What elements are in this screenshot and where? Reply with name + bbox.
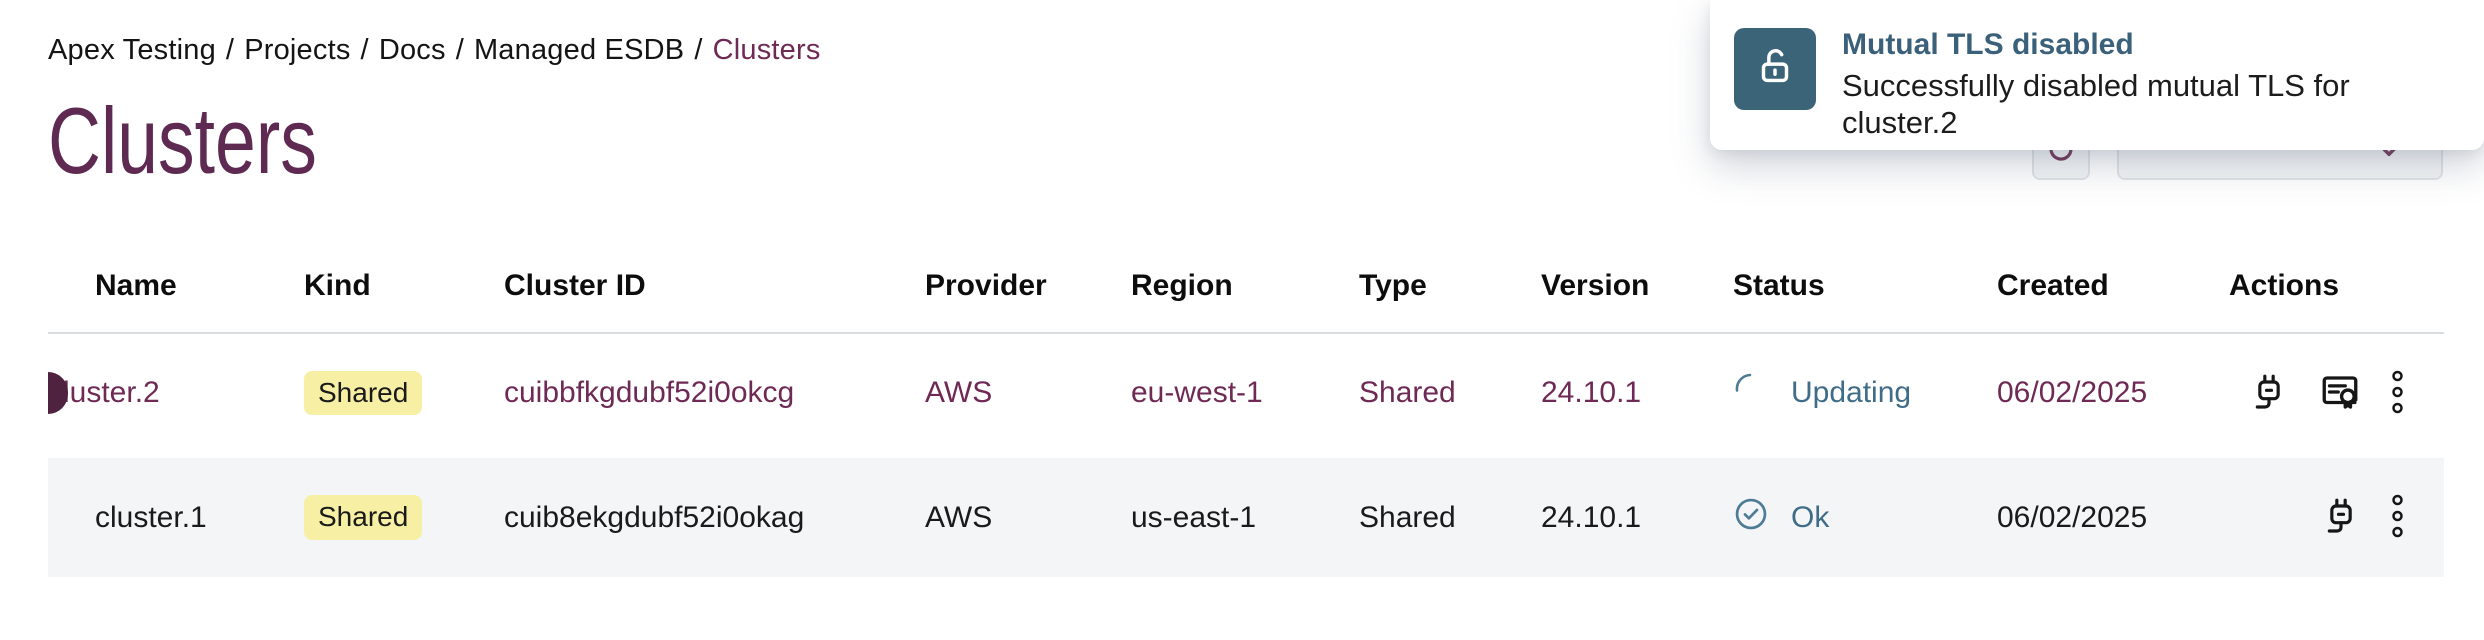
- cluster-id-value: cuib8ekgdubf52i0okag: [504, 500, 805, 534]
- unlock-icon: [1752, 44, 1798, 95]
- status-label: Updating: [1791, 376, 1912, 409]
- toast-title: Mutual TLS disabled: [1842, 28, 2134, 61]
- breadcrumb: Apex Testing / Projects / Docs / Managed ESDB /…: [48, 34, 821, 67]
- check-circle-icon: [1733, 496, 1769, 540]
- column-header-provider: Provider: [925, 269, 1047, 302]
- status-label: Ok: [1791, 500, 1830, 534]
- breadcrumb-separator: /: [225, 34, 235, 66]
- created-date: 06/02/2025: [1997, 376, 2148, 409]
- column-header-name: Name: [95, 269, 177, 302]
- certificate-icon: [2319, 371, 2361, 416]
- table-row-cluster-1[interactable]: cluster.1 Shared cuib8ekgdubf52i0okag AW…: [48, 458, 2444, 577]
- breadcrumb-separator: /: [360, 34, 369, 66]
- actions-cell: [2229, 370, 2444, 417]
- breadcrumb-separator: /: [455, 34, 464, 66]
- column-header-kind: Kind: [304, 269, 371, 302]
- column-header-type: Type: [1359, 269, 1427, 302]
- provider-value: AWS: [925, 500, 993, 534]
- kebab-menu-icon: [2391, 494, 2404, 541]
- toast-message: Successfully disabled mutual TLS for clu…: [1842, 67, 2350, 140]
- status-badge-updating: Updating: [1733, 371, 1997, 415]
- column-header-version: Version: [1541, 269, 1650, 302]
- breadcrumb-item-projects[interactable]: Projects: [244, 34, 351, 66]
- clusters-table: Name Kind Cluster ID Provider Region Typ…: [48, 240, 2444, 577]
- column-header-actions: Actions: [2229, 269, 2340, 302]
- row-menu-button[interactable]: [2391, 494, 2404, 541]
- region-value: eu-west-1: [1131, 376, 1263, 409]
- table-header-row: Name Kind Cluster ID Provider Region Typ…: [48, 240, 2444, 334]
- toast-content: Mutual TLS disabled Successfully disable…: [1842, 28, 2452, 141]
- type-value: Shared: [1359, 500, 1456, 534]
- kind-badge: Shared: [304, 495, 423, 540]
- breadcrumb-item-apex-testing[interactable]: Apex Testing: [48, 34, 216, 66]
- row-menu-button[interactable]: [2391, 370, 2404, 417]
- column-header-status: Status: [1733, 269, 1825, 302]
- page-title: Clusters: [48, 88, 317, 193]
- breadcrumb-item-clusters-current: Clusters: [712, 34, 821, 66]
- toast-icon-tile: [1734, 28, 1816, 110]
- spinner-icon: [1733, 371, 1769, 415]
- region-value: us-east-1: [1131, 500, 1257, 534]
- column-header-region: Region: [1131, 269, 1233, 302]
- column-header-cluster-id: Cluster ID: [504, 269, 646, 302]
- cluster-name-link[interactable]: cluster.1: [95, 500, 207, 534]
- plug-icon: [2321, 496, 2361, 539]
- provider-value: AWS: [925, 376, 993, 409]
- toast-notification[interactable]: Mutual TLS disabled Successfully disable…: [1710, 0, 2484, 150]
- kind-badge: Shared: [304, 370, 423, 416]
- connect-button[interactable]: [2321, 496, 2361, 539]
- breadcrumb-separator: /: [694, 34, 703, 66]
- kebab-menu-icon: [2391, 370, 2404, 417]
- certificate-button[interactable]: [2319, 371, 2361, 416]
- breadcrumb-item-docs[interactable]: Docs: [378, 34, 446, 66]
- version-value: 24.10.1: [1541, 500, 1642, 534]
- cluster-name-link[interactable]: cluster.2: [48, 376, 160, 409]
- active-row-marker: [48, 372, 68, 414]
- table-row-cluster-2[interactable]: cluster.2 Shared cuibbfkgdubf52i0okcg AW…: [48, 334, 2444, 452]
- created-date: 06/02/2025: [1997, 500, 2148, 534]
- column-header-created: Created: [1997, 269, 2109, 302]
- type-value: Shared: [1359, 376, 1456, 409]
- breadcrumb-item-managed-esdb[interactable]: Managed ESDB: [473, 34, 685, 66]
- actions-cell: [2229, 494, 2444, 541]
- status-badge-ok: Ok: [1733, 496, 1997, 540]
- plug-icon: [2249, 372, 2289, 415]
- version-value: 24.10.1: [1541, 376, 1642, 409]
- connect-button[interactable]: [2249, 372, 2289, 415]
- cluster-id-value: cuibbfkgdubf52i0okcg: [504, 376, 795, 409]
